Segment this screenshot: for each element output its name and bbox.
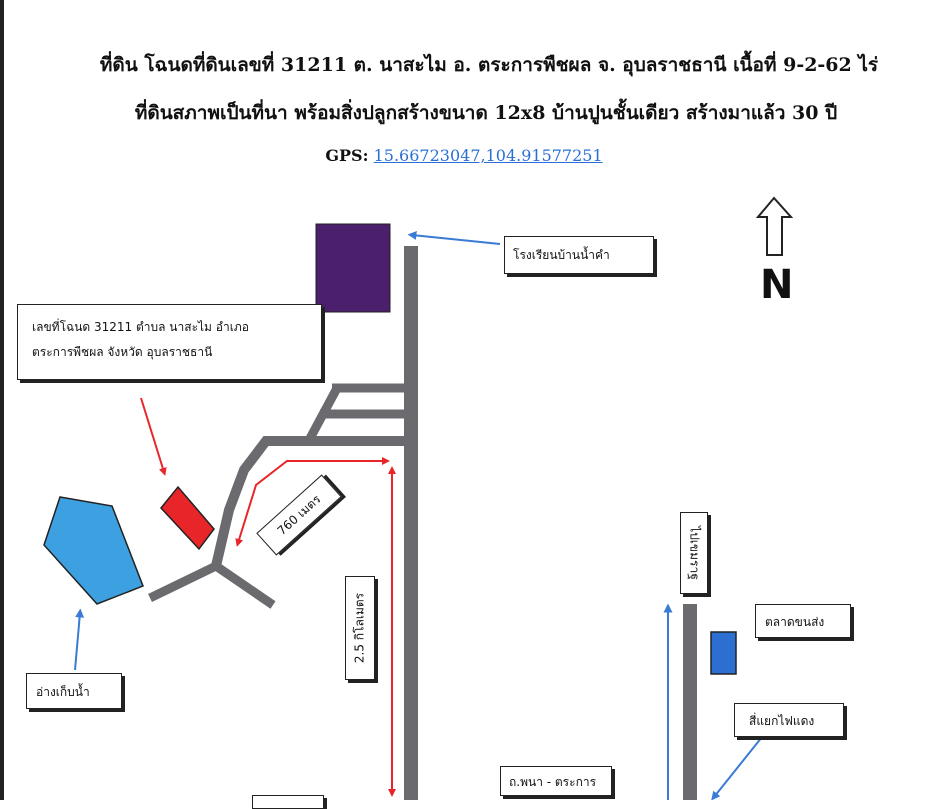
gps-line: GPS: 15.66723047,104.91577251 bbox=[0, 146, 928, 165]
plot-callout: เลขที่โฉนด 31211 ตำบล นาสะไม อำเภอ ตระกา… bbox=[17, 304, 322, 380]
arrow-to-intersection bbox=[711, 726, 771, 800]
unlabeled-box bbox=[252, 795, 324, 809]
arrow-760m bbox=[235, 457, 390, 547]
school-label: โรงเรียนบ้านน้ำคำ bbox=[504, 236, 654, 274]
y-road-right bbox=[213, 562, 276, 609]
y-road-left bbox=[148, 561, 218, 603]
to-khemmarat-label: ไปเขมราฐ bbox=[680, 512, 708, 594]
plot-callout-line-2: ตระการพืชผล จังหวัด อุบลราชธานี bbox=[32, 345, 213, 359]
road-name-label: ถ.พนา - ตระการ bbox=[500, 766, 612, 796]
land-plot bbox=[160, 485, 215, 551]
gps-link[interactable]: 15.66723047,104.91577251 bbox=[373, 146, 603, 165]
plot-callout-line-1: เลขที่โฉนด 31211 ตำบล นาสะไม อำเภอ bbox=[32, 320, 249, 334]
connector-road bbox=[303, 387, 340, 447]
north-label: N bbox=[760, 262, 794, 308]
school-label-text: โรงเรียนบ้านน้ำคำ bbox=[513, 248, 610, 262]
arrow-to-plot bbox=[140, 397, 167, 476]
market-building bbox=[710, 631, 737, 675]
school-building bbox=[315, 223, 391, 313]
traffic-light-label: สี่แยกไฟแดง bbox=[734, 703, 844, 737]
reservoir bbox=[43, 496, 144, 605]
page-edge-bar bbox=[0, 0, 4, 800]
arrow-to-reservoir bbox=[74, 608, 85, 671]
gps-label: GPS: bbox=[325, 146, 369, 165]
arrow-to-school bbox=[407, 230, 501, 245]
market-label: ตลาดขนส่ง bbox=[755, 604, 851, 638]
distance-2-5km-label: 2.5 กิโลเมตร bbox=[345, 576, 375, 680]
title-line-2: ที่ดินสภาพเป็นที่นา พร้อมสิ่งปลูกสร้างขน… bbox=[134, 102, 838, 124]
north-arrow-icon bbox=[755, 196, 794, 256]
title-line-1: ที่ดิน โฉนดที่ดินเลขที่ 31211 ต. นาสะไม … bbox=[99, 54, 879, 76]
reservoir-label: อ่างเก็บน้ำ bbox=[26, 673, 122, 709]
